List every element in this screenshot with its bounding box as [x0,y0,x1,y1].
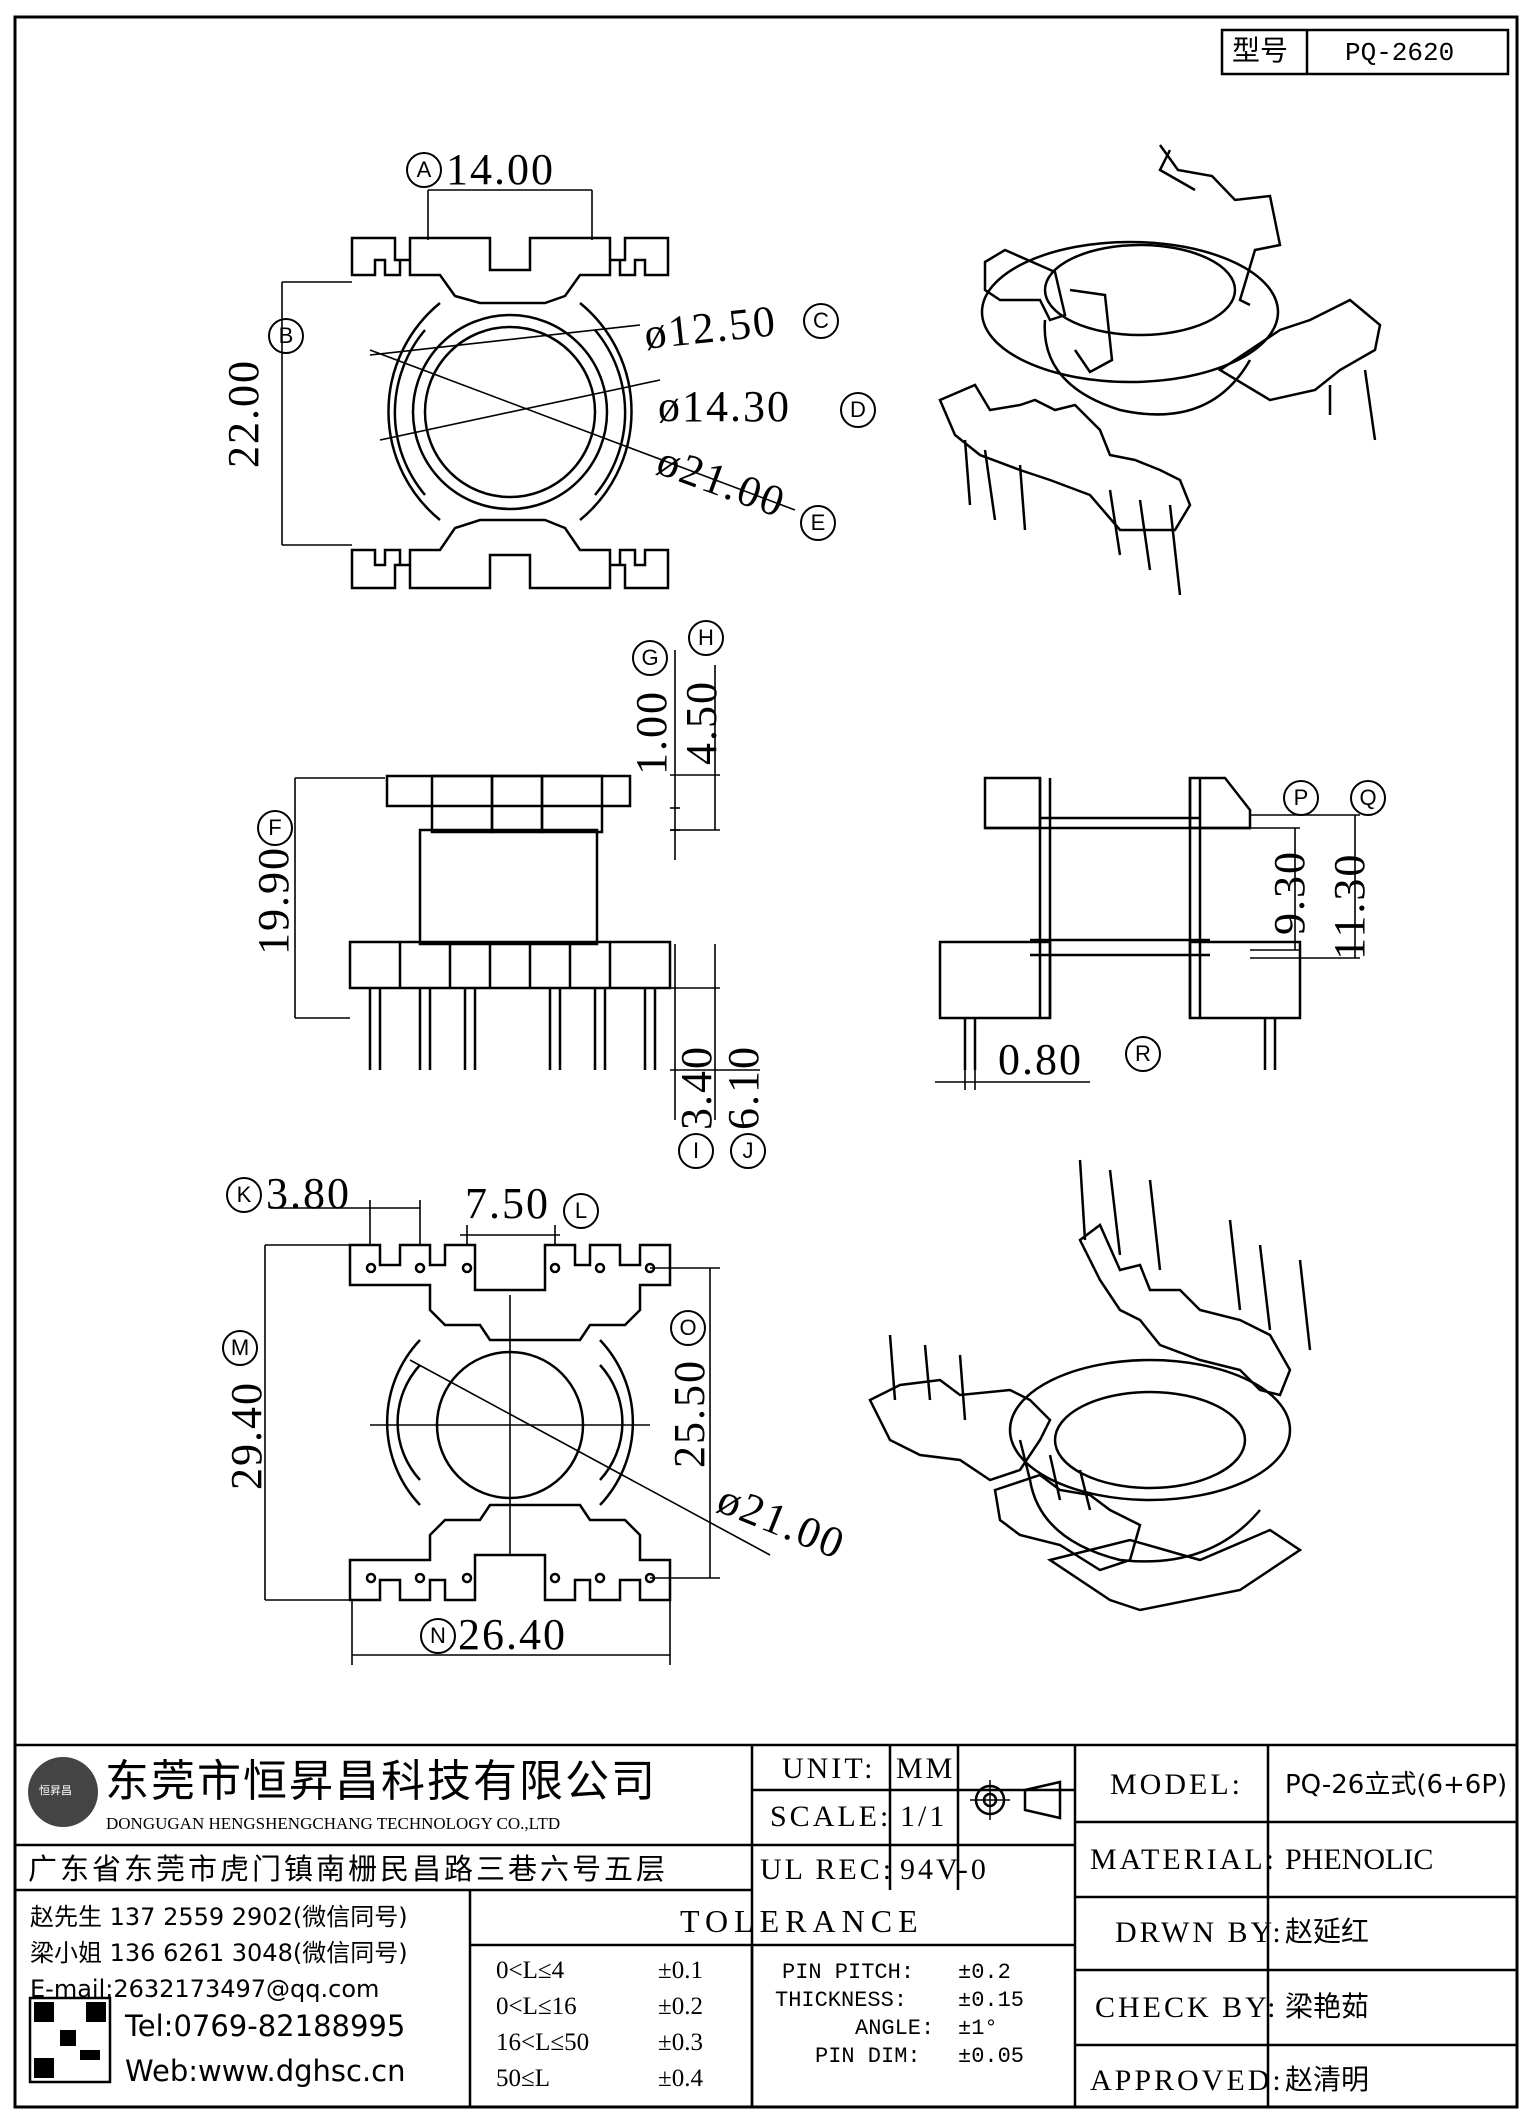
bottom-view [348,1243,672,1602]
tol-value-4: ±0.4 [658,2065,703,2092]
tol-right-label-4: PIN DIM: [815,2044,921,2069]
company-logo: 恒昇昌 [39,1784,72,1797]
ulrec-label: UL REC: [760,1853,895,1886]
iso-view-bottom [868,1159,1312,1612]
dim-l: 7.50 [465,1179,550,1228]
marker-f: F [257,810,293,846]
marker-q: Q [1350,780,1386,816]
scale-value: 1/1 [900,1800,948,1833]
front-view [348,774,672,1070]
iso-view-top [938,144,1382,596]
marker-h: H [688,620,724,656]
type-value: PQ-2620 [1345,38,1455,68]
marker-d: D [840,392,876,428]
tol-right-label-2: THICKNESS: [775,1988,908,2013]
approved-value: 赵清明 [1285,2063,1370,2096]
marker-k: K [226,1177,262,1213]
marker-n: N [420,1618,456,1654]
ulrec-value: 94V-0 [900,1853,989,1886]
company-address: 广东省东莞市虎门镇南栅民昌路三巷六号五层 [28,1852,669,1886]
bottom-view-dims [264,1200,771,1665]
dim-a: 14.00 [446,145,555,194]
tol-right-label-3: ANGLE: [855,2016,935,2041]
dim-k: 3.80 [266,1169,351,1218]
marker-l: L [563,1193,599,1229]
scale-label: SCALE: [770,1800,892,1833]
dim-i: 3.40 [672,1045,721,1130]
model-value: PQ-26立式(6+6P) [1285,1770,1508,1800]
dim-r: 0.80 [998,1035,1083,1084]
tol-right-value-4: ±0.05 [958,2044,1025,2069]
dim-q: 11.30 [1325,852,1374,960]
tol-right-value-3: ±1° [958,2016,998,2041]
tol-range-4: 50≤L [496,2065,550,2092]
dim-f: 19.90 [249,846,298,955]
type-label: 型号 [1232,34,1289,67]
front-view-dims [294,650,760,1120]
dim-m: 29.40 [222,1381,271,1490]
check-label: CHECK BY: [1095,1991,1279,2024]
tolerance-title: TOLERANCE [680,1903,924,1939]
tol-range-3: 16<L≤50 [496,2029,590,2056]
marker-i: I [678,1133,714,1169]
dim-j: 6.10 [719,1045,768,1130]
contact-1: 赵先生 137 2559 2902(微信同号) [30,1903,408,1931]
drwn-label: DRWN BY: [1115,1916,1284,1949]
marker-e: E [800,505,836,541]
check-value: 梁艳茹 [1285,1990,1370,2023]
top-view [350,236,670,590]
unit-label: UNIT: [782,1752,876,1785]
sheet-border [13,15,1519,2109]
contact-web[interactable]: Web:www.dghsc.cn [125,2054,406,2088]
material-label: MATERIAL: [1090,1843,1277,1876]
material-value: PHENOLIC [1285,1843,1434,1876]
marker-c: C [803,303,839,339]
drwn-value: 赵延红 [1285,1915,1370,1948]
dim-n: 26.40 [458,1610,567,1659]
tol-right-label-1: PIN PITCH: [782,1960,915,1985]
marker-g: G [632,640,668,676]
marker-p: P [1283,780,1319,816]
tol-right-value-2: ±0.15 [958,1988,1025,2013]
contact-email[interactable]: E-mail:2632173497@qq.com [30,1975,380,2003]
unit-value: MM [896,1752,956,1785]
approved-label: APPROVED: [1090,2064,1284,2097]
marker-j: J [730,1133,766,1169]
contact-2: 梁小姐 136 6261 3048(微信同号) [30,1939,408,1967]
dim-p: 9.30 [1265,850,1314,935]
title-block [15,1743,1517,2107]
marker-r: R [1125,1036,1161,1072]
side-view [938,776,1302,1070]
company-name-cn: 东莞市恒昇昌科技有限公司 [105,1756,657,1807]
tol-range-1: 0<L≤4 [496,1957,565,1984]
tol-value-3: ±0.3 [658,2029,703,2056]
dim-b: 22.00 [219,359,268,468]
tol-range-2: 0<L≤16 [496,1993,577,2020]
marker-b: B [268,318,304,354]
type-box [1220,28,1510,76]
tol-value-1: ±0.1 [658,1957,703,1984]
dim-h: 4.50 [677,680,726,765]
model-label: MODEL: [1110,1768,1243,1801]
marker-o: O [670,1310,706,1346]
tol-right-value-1: ±0.2 [958,1960,1011,1985]
company-name-en: DONGUGAN HENGSHENGCHANG TECHNOLOGY CO.,L… [106,1814,561,1833]
dim-o: 25.50 [665,1359,714,1468]
tol-value-2: ±0.2 [658,1993,703,2020]
contact-tel: Tel:0769-82188995 [125,2009,406,2043]
marker-a: A [406,152,442,188]
dim-d: ø14.30 [658,382,791,431]
marker-m: M [222,1330,258,1366]
dim-g: 1.00 [627,690,676,775]
